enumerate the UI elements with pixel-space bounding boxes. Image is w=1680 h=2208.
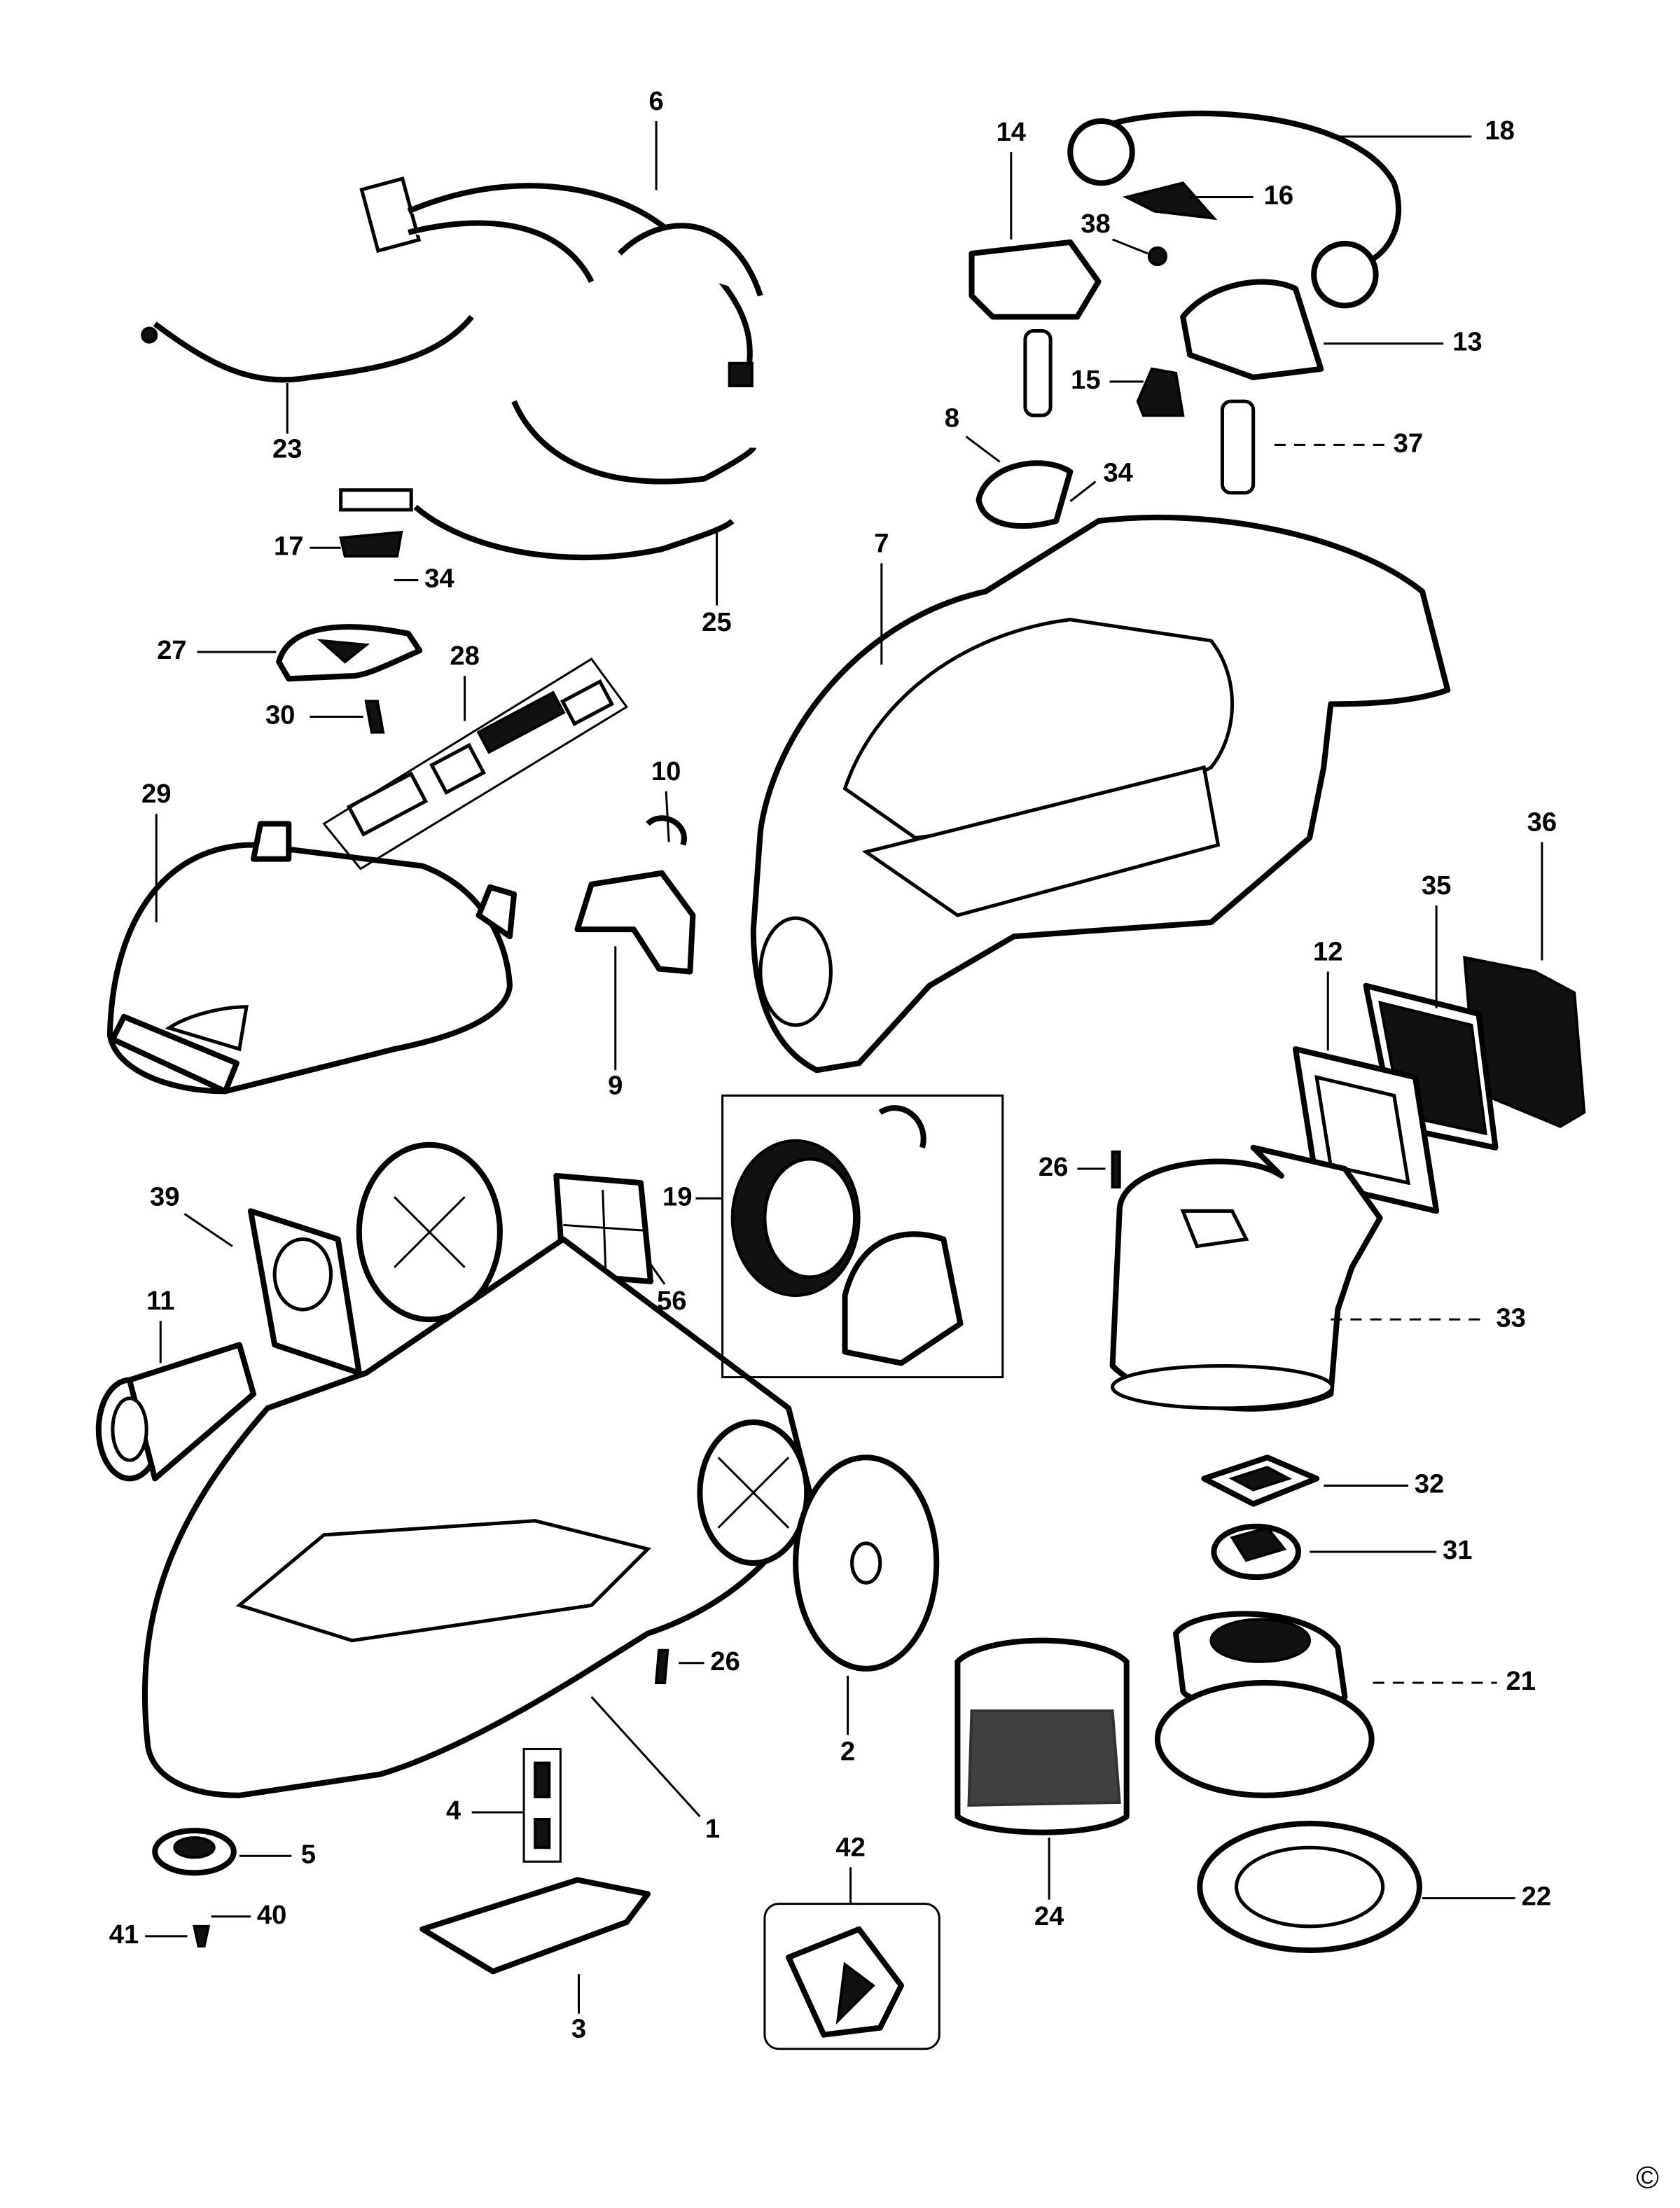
label-10: 10 — [651, 756, 681, 786]
part-4-latch-set — [534, 1761, 551, 1849]
part-labels: 6 14 18 16 38 13 15 8 34 37 7 23 17 34 2… — [109, 86, 1659, 2195]
label-42: 42 — [835, 1832, 865, 1862]
part-7-upper-housing — [750, 514, 1451, 1074]
label-33: 33 — [1496, 1303, 1525, 1333]
part-27-cover — [276, 624, 423, 682]
part-5-wheel-small — [152, 1828, 237, 1876]
label-25: 25 — [702, 607, 731, 637]
part-wheel-left — [356, 1141, 503, 1323]
label-35: 35 — [1422, 870, 1451, 901]
part-23-wire — [141, 314, 474, 383]
group-box-42 — [763, 1903, 940, 2050]
label-37: 37 — [1394, 429, 1423, 459]
part-25-wire — [339, 400, 756, 561]
label-23: 23 — [272, 434, 302, 464]
part-1-base — [141, 1236, 813, 1798]
group-box-4 — [522, 1747, 562, 1863]
part-26-pin-upper — [1111, 1150, 1121, 1189]
label-22: 22 — [1522, 1882, 1551, 1912]
label-30: 30 — [265, 700, 295, 730]
part-40-41-screw — [193, 1924, 211, 1947]
label-14: 14 — [997, 117, 1027, 147]
part-14-housing — [969, 239, 1102, 417]
part-37-spring — [1220, 399, 1256, 495]
label-34-lower: 34 — [424, 564, 454, 594]
label-19: 19 — [662, 1181, 692, 1211]
part-24-filter-cartridge — [954, 1637, 1130, 1835]
label-39: 39 — [150, 1181, 179, 1211]
label-4: 4 — [446, 1796, 461, 1826]
label-15: 15 — [1071, 365, 1100, 395]
label-16: 16 — [1264, 181, 1293, 211]
part-30-pin — [364, 700, 385, 734]
label-21: 21 — [1506, 1666, 1535, 1696]
part-42-dust-bag — [786, 1926, 904, 2038]
part-9-bracket — [574, 870, 696, 975]
part-26-pin-lower — [654, 1648, 669, 1684]
label-13: 13 — [1452, 327, 1482, 357]
part-31-seal — [1211, 1523, 1302, 1581]
label-1: 1 — [705, 1814, 720, 1844]
label-41: 41 — [109, 1919, 139, 1950]
label-12: 12 — [1313, 936, 1342, 966]
part-3-plate — [419, 1877, 651, 1975]
label-56: 56 — [657, 1286, 686, 1316]
part-13-cover — [1180, 279, 1324, 380]
label-3: 3 — [571, 2014, 586, 2044]
label-9: 9 — [608, 1070, 623, 1100]
part-15-switch — [1136, 367, 1185, 417]
part-29-lid — [106, 821, 518, 1095]
part-19-motor-assembly — [730, 1105, 964, 1366]
label-11: 11 — [146, 1286, 174, 1316]
label-18: 18 — [1485, 116, 1514, 146]
label-7: 7 — [874, 528, 889, 558]
part-6-wiring-harness — [359, 176, 763, 387]
part-32-seal — [1201, 1454, 1320, 1507]
part-33-motor-housing — [1109, 1144, 1383, 1412]
part-2-wheel — [793, 1454, 940, 1672]
part-16-button — [1122, 181, 1218, 221]
label-8: 8 — [945, 403, 959, 433]
label-29: 29 — [141, 779, 171, 809]
group-box-28 — [322, 658, 629, 870]
part-17-switch — [339, 530, 403, 558]
part-28-hose-set — [346, 679, 615, 837]
label-40: 40 — [257, 1900, 286, 1930]
label-24: 24 — [1034, 1901, 1064, 1931]
part-21-motor — [1154, 1611, 1375, 1798]
label-6: 6 — [648, 86, 663, 116]
label-17: 17 — [274, 531, 303, 561]
part-11-inlet — [95, 1342, 257, 1482]
leader-lines — [145, 120, 1543, 2014]
label-38: 38 — [1081, 209, 1110, 239]
part-18-handle — [1067, 111, 1402, 309]
label-36: 36 — [1527, 807, 1557, 837]
group-box-19 — [721, 1094, 1004, 1379]
part-10-spring — [646, 815, 687, 846]
label-2: 2 — [840, 1737, 855, 1767]
copyright-mark: © — [1636, 2160, 1659, 2195]
part-8-latch — [976, 460, 1074, 529]
label-27: 27 — [157, 635, 186, 665]
label-34-upper: 34 — [1103, 458, 1133, 488]
label-5: 5 — [301, 1839, 316, 1869]
label-26-lower: 26 — [710, 1646, 740, 1676]
label-31: 31 — [1443, 1535, 1472, 1565]
part-39-gasket — [247, 1208, 362, 1376]
label-26-upper: 26 — [1039, 1152, 1068, 1182]
part-38-screw — [1147, 246, 1168, 267]
part-22-ring — [1197, 1821, 1422, 1954]
label-28: 28 — [450, 641, 479, 671]
label-32: 32 — [1415, 1469, 1444, 1499]
